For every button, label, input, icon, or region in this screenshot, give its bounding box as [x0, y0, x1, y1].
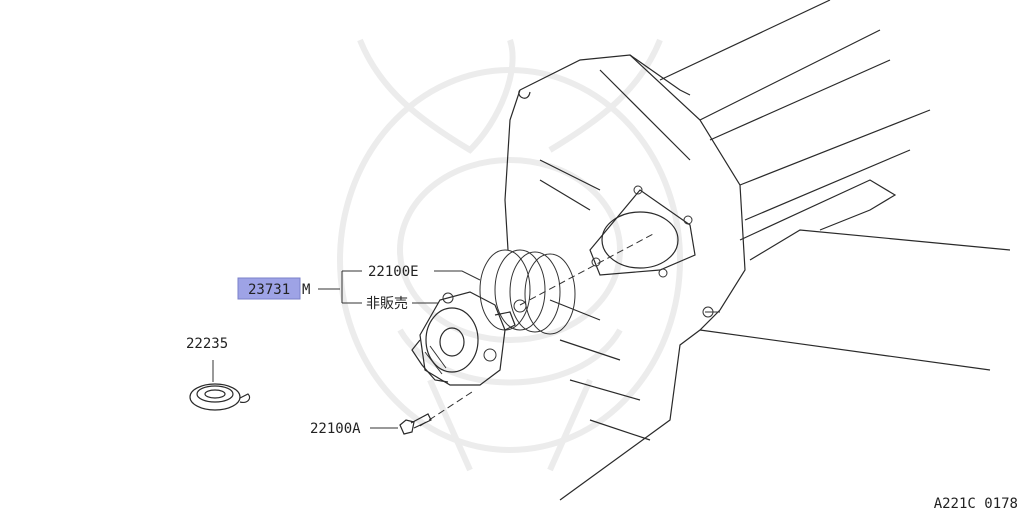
part-number-22100a[interactable]: 22100A — [310, 421, 361, 437]
leader-lines — [318, 270, 481, 429]
part-suffix-m: M — [302, 282, 310, 298]
watermark-emblem — [337, 38, 683, 472]
part-23731-highlight[interactable] — [237, 277, 301, 300]
diagram-code: A221C 0178 — [934, 496, 1018, 511]
drive-gear-washers — [479, 249, 576, 335]
part-number-23731[interactable]: 23731 — [248, 282, 290, 298]
part-number-22100e[interactable]: 22100E — [368, 264, 419, 280]
not-sold-label: 非販売 — [366, 296, 408, 312]
bolt — [399, 413, 432, 435]
transmission-housing — [504, 0, 1011, 501]
speed-sensor — [411, 291, 516, 386]
guide-line — [519, 232, 656, 306]
oil-seal — [189, 360, 251, 411]
part-number-22235[interactable]: 22235 — [186, 336, 228, 352]
